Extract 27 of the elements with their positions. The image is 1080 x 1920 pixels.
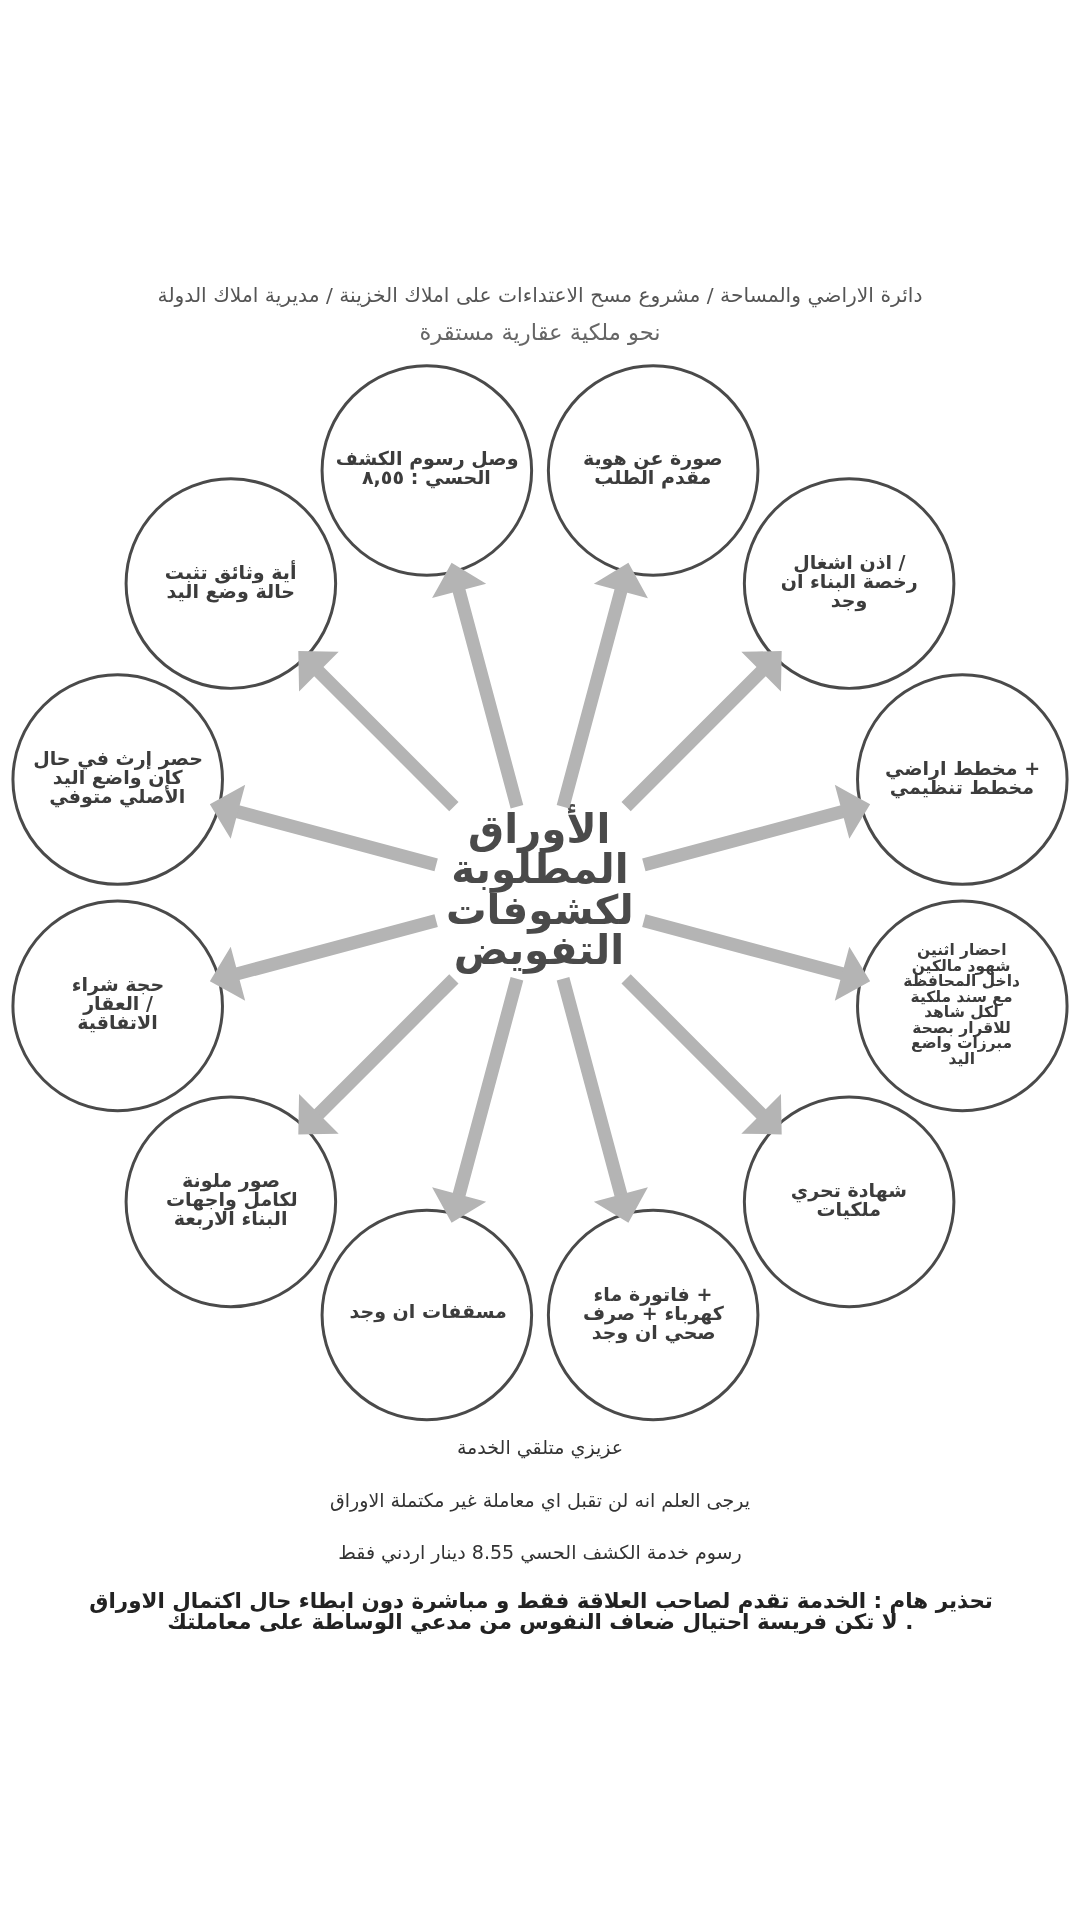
arrow: [298, 651, 459, 812]
node-circle: حجة شراء العقار / الاتفاقية: [11, 899, 224, 1113]
label: تحذير هام : الخدمة تقدم لصاحب العلاقة فقط و مباشرة دون ابطاء حال اكتمال الاوراق لا تكن فريسة احتيال ضعاف النفوس من مدعي الوساطة على معاملتك .: [89, 1587, 993, 1634]
label: يرجى العلم انه لن تقبل اي معاملة غير مكتملة الاوراق: [329, 1488, 751, 1511]
arrow: [642, 914, 871, 1001]
node-circle: حصر إرث في حال كان واضع اليد الأصلي متوفي: [11, 673, 224, 886]
arrow: [621, 651, 782, 812]
node-text: الأوراق المطلوبة لكشوفات التفويض: [445, 804, 634, 975]
label: نحو ملكية عقارية مستقرة: [419, 318, 661, 345]
arrow: [209, 914, 438, 1001]
diagram-title: دائرة الاراضي والمساحة / مشروع مسح الاعتداءات على املاك الخزينة / مديرية املاك الدولة: [157, 282, 923, 307]
arrow: [209, 784, 438, 872]
node-circle: احضار اثنين شهود مالكين داخل المحافظة مع سند ملكية لكل شاهد للاقرار بصحة مبرزات واضع اليد: [856, 899, 1069, 1113]
node-circle: صورة عن هوية مقدم الطلب: [546, 364, 760, 577]
node-circle: مخطط اراضي + مخطط تنظيمي: [856, 673, 1069, 886]
arrow: [432, 562, 524, 809]
arrow: [432, 977, 524, 1223]
arrow: [642, 784, 871, 872]
label: رسوم خدمة الكشف الحسي 8.55 دينار اردني فقط: [338, 1541, 742, 1564]
node-circle: فاتورة ماء + كهرباء + صرف صحي ان وجد: [546, 1208, 760, 1422]
arrow: [556, 562, 648, 809]
arrow: [298, 974, 459, 1135]
node-circle: مسقفات ان وجد: [320, 1208, 534, 1422]
arrow: [621, 974, 782, 1135]
node-circle: وصل رسوم الكشف الحسي : ٨,٥٥: [320, 364, 534, 577]
label: عزيزي متلقي الخدمة: [456, 1436, 624, 1459]
arrow: [556, 977, 648, 1223]
